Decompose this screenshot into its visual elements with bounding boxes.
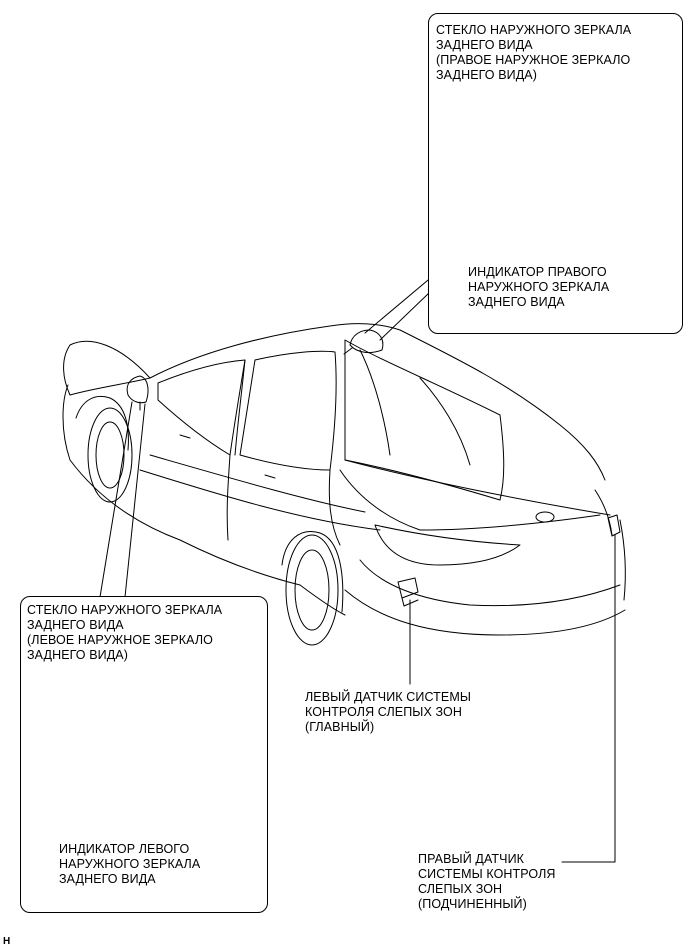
left-mirror-glass-label: СТЕКЛО НАРУЖНОГО ЗЕРКАЛА ЗАДНЕГО ВИДА (Л…: [27, 603, 223, 662]
car-illustration: [62, 323, 626, 646]
left-mirror-indicator-label: ИНДИКАТОР ЛЕВОГО НАРУЖНОГО ЗЕРКАЛА ЗАДНЕ…: [59, 842, 201, 886]
left-sensor-label: ЛЕВЫЙ ДАТЧИК СИСТЕМЫ КОНТРОЛЯ СЛЕПЫХ ЗОН…: [305, 690, 472, 734]
right-mirror-indicator-label: ИНДИКАТОР ПРАВОГО НАРУЖНОГО ЗЕРКАЛА ЗАДН…: [468, 265, 610, 309]
leader-lines: [99, 267, 616, 863]
right-sensor-label: ПРАВЫЙ ДАТЧИК СИСТЕМЫ КОНТРОЛЯ СЛЕПЫХ ЗО…: [418, 852, 556, 911]
figure-id: H: [3, 936, 11, 947]
right-mirror-glass-label: СТЕКЛО НАРУЖНОГО ЗЕРКАЛА ЗАДНЕГО ВИДА (П…: [436, 23, 632, 82]
left-mirror-callout: [20, 596, 268, 913]
right-mirror-callout: [428, 13, 683, 334]
